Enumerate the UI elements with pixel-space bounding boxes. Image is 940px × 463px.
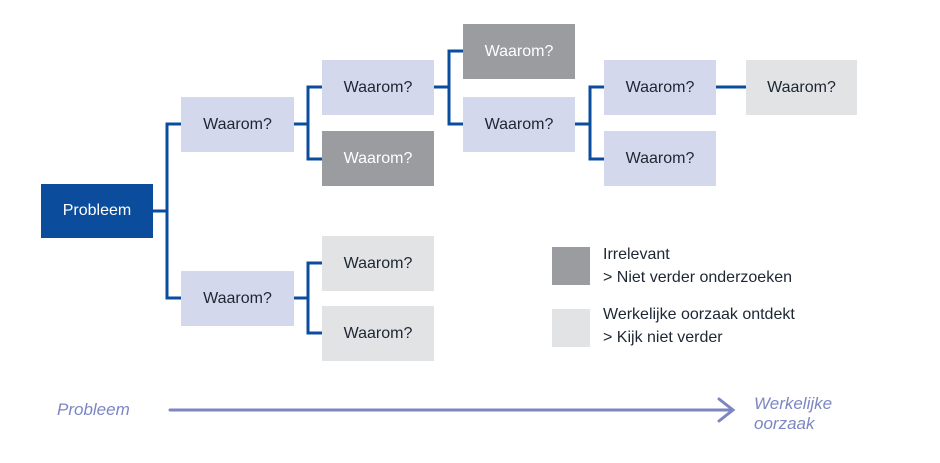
root-node-problem: Probleem xyxy=(41,184,153,238)
legend-swatch-root-cause xyxy=(552,309,590,347)
axis-end-label-line2: oorzaak xyxy=(754,414,815,433)
why-node-2-1-root-cause: Waarom? xyxy=(322,236,434,291)
why-node-1-1-2-1: Waarom? xyxy=(604,60,716,115)
why-node-2: Waarom? xyxy=(181,271,294,326)
legend-irrelevant-title: Irrelevant xyxy=(603,246,670,263)
legend-root-cause-title: Werkelijke oorzaak ontdekt xyxy=(603,306,795,323)
why-node-1-1-1-irrelevant: Waarom? xyxy=(463,24,575,79)
connector-root-branch xyxy=(165,122,181,300)
why-node-1-1-2-2: Waarom? xyxy=(604,131,716,186)
why-node-1-1-2: Waarom? xyxy=(463,97,575,152)
legend-root-cause-note: > Kijk niet verder xyxy=(603,329,723,346)
legend-irrelevant: Irrelevant > Niet verder onderzoeken xyxy=(603,243,792,289)
axis-end-label-line1: Werkelijke xyxy=(754,394,833,413)
connector-n1-branch xyxy=(306,85,322,161)
why-node-1-1: Waarom? xyxy=(322,60,434,115)
why-node-1-1-2-1-1-root-cause: Waarom? xyxy=(746,60,857,115)
connector-n2-branch xyxy=(306,261,322,335)
why-node-1-2-irrelevant: Waarom? xyxy=(322,131,434,186)
legend-irrelevant-note: > Niet verder onderzoeken xyxy=(603,269,792,286)
why-node-1: Waarom? xyxy=(181,97,294,152)
why-node-2-2-root-cause: Waarom? xyxy=(322,306,434,361)
legend-root-cause: Werkelijke oorzaak ontdekt > Kijk niet v… xyxy=(603,303,795,349)
connector-n11-branch xyxy=(447,49,463,126)
connector-n112-branch xyxy=(588,85,604,161)
legend-swatch-irrelevant xyxy=(552,247,590,285)
axis-start-label: Probleem xyxy=(57,400,130,419)
axis-end-label: Werkelijke oorzaak xyxy=(754,394,832,434)
